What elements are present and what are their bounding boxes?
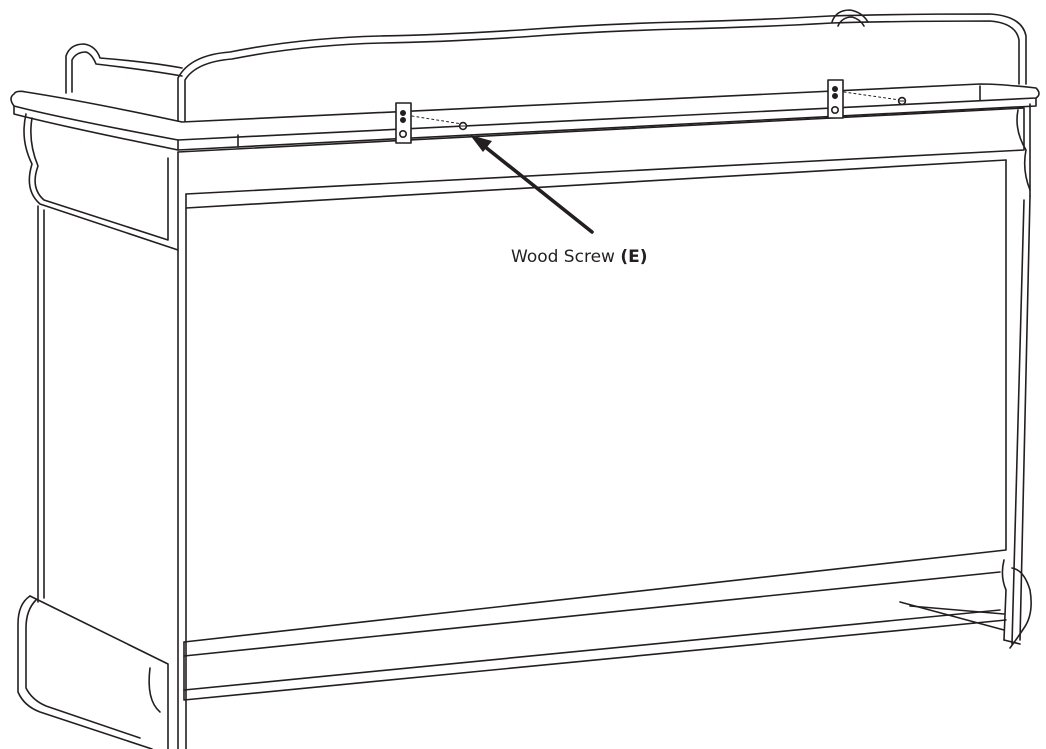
callout-arrow: [470, 135, 594, 234]
wood-screw-right: [897, 96, 907, 106]
screw-guides: [411, 91, 901, 125]
back-crown: [65, 9, 1027, 131]
mounting-bracket-right: [827, 79, 844, 119]
callout-part-code: (E): [620, 247, 647, 267]
top-board: [10, 83, 1040, 151]
wood-screw-left: [458, 121, 468, 131]
mounting-bracket-left: [395, 102, 412, 144]
callout-label-text: Wood Screw: [511, 247, 620, 267]
callout-label: Wood Screw (E): [511, 247, 648, 267]
left-side: [17, 113, 187, 749]
back-panel: [177, 107, 1025, 701]
right-side: [899, 103, 1032, 649]
